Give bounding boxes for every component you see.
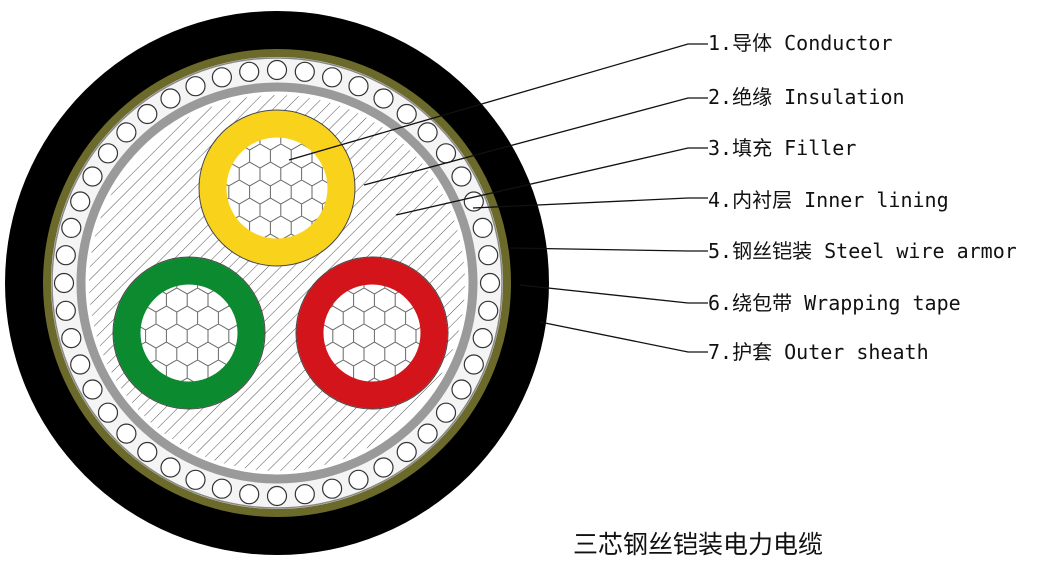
armor-wire	[417, 423, 438, 444]
armor-wire	[463, 191, 484, 212]
armor-wire	[435, 143, 457, 164]
armor-wire	[239, 61, 260, 82]
core-red	[295, 256, 449, 410]
label-3: 3.填充 Filler	[708, 136, 856, 160]
core-yellow	[198, 109, 356, 267]
leader-line-3	[395, 147, 708, 216]
armor-wire	[294, 61, 315, 82]
armor-wire	[97, 402, 119, 423]
armor-wire	[70, 354, 91, 375]
armor-wire	[266, 485, 288, 507]
armor-wire	[82, 166, 103, 187]
armor-wire	[160, 457, 181, 478]
armor-wire	[61, 217, 82, 238]
armor-wire	[322, 67, 343, 88]
armor-wire	[348, 76, 369, 97]
armor-wire	[294, 484, 315, 505]
label-1: 1.导体 Conductor	[708, 31, 893, 55]
label-4: 4.内衬层 Inner lining	[708, 188, 949, 212]
leader-line-5	[509, 247, 708, 252]
armor-wire	[211, 67, 232, 88]
armor-wire	[185, 76, 206, 97]
armor-wire	[472, 217, 493, 238]
leader-line-4	[472, 197, 708, 209]
armor-wire	[61, 328, 82, 349]
armor-wire	[451, 166, 472, 187]
leader-line-7	[539, 321, 708, 353]
armor-wire	[160, 88, 181, 109]
armor-wire	[373, 88, 394, 109]
armor-wire	[478, 245, 499, 266]
armor-wire	[185, 469, 206, 490]
armor-wire	[266, 59, 288, 81]
leader-line-2	[363, 97, 708, 186]
armor-wire	[479, 272, 501, 294]
armor-wire	[478, 300, 499, 321]
armor-wire	[137, 441, 158, 463]
armor-wire	[435, 402, 457, 423]
armor-wire	[396, 441, 417, 463]
armor-wire	[322, 478, 343, 499]
armor-wire	[70, 191, 91, 212]
armor-wire	[116, 423, 137, 444]
armor-wire	[55, 245, 76, 266]
armor-wire	[373, 457, 394, 478]
armor-wire	[417, 122, 438, 143]
steel-wire-armor	[53, 59, 501, 507]
armor-wire	[348, 469, 369, 490]
armor-wire	[53, 272, 75, 294]
armor-wire	[472, 328, 493, 349]
label-7: 7.护套 Outer sheath	[708, 340, 929, 364]
leader-lines	[288, 43, 708, 353]
armor-wire	[116, 122, 137, 143]
armor-wire	[97, 143, 119, 164]
armor-wire	[396, 103, 417, 125]
leader-line-1	[288, 43, 708, 161]
armor-wire	[451, 379, 472, 400]
labels: 1.导体 Conductor 2.绝缘 Insulation 3.填充 Fill…	[708, 31, 1017, 364]
armor-wire	[463, 354, 484, 375]
armor-wire	[239, 484, 260, 505]
diagram-caption: 三芯钢丝铠装电力电缆	[573, 530, 823, 559]
armor-wire	[55, 300, 76, 321]
label-2: 2.绝缘 Insulation	[708, 85, 905, 109]
armor-wire	[211, 478, 232, 499]
armor-wire	[82, 379, 103, 400]
armor-wire	[137, 103, 158, 125]
label-6: 6.绕包带 Wrapping tape	[708, 291, 961, 315]
core-green	[112, 256, 266, 410]
label-5: 5.钢丝铠装 Steel wire armor	[708, 239, 1017, 263]
leader-line-6	[519, 284, 708, 304]
